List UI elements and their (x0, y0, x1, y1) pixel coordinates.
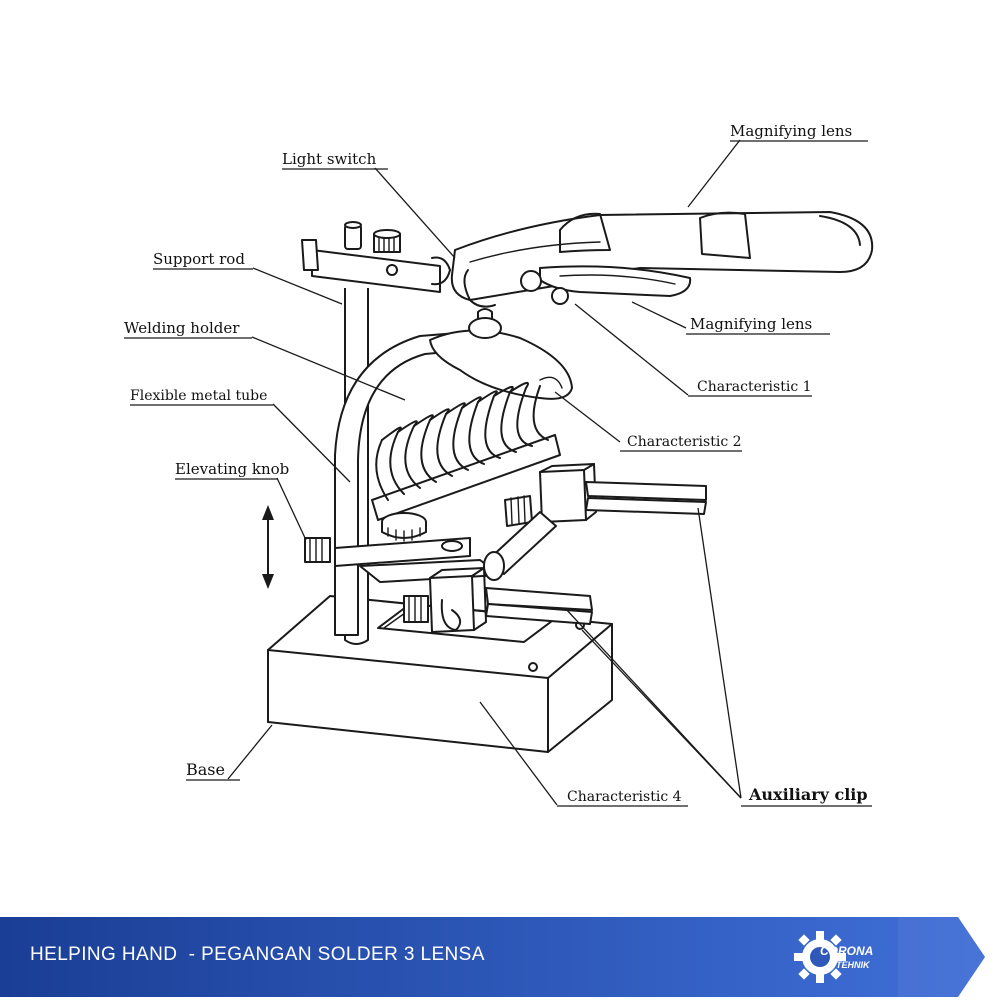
label-light-switch: Light switch (282, 150, 388, 170)
bottom-banner: HELPING HAND - PEGANGAN SOLDER 3 LENSA C… (0, 917, 1000, 997)
svg-text:Light switch: Light switch (282, 150, 377, 168)
label-magnifying-lens-small: Magnifying lens (686, 315, 830, 335)
svg-text:Auxiliary clip: Auxiliary clip (748, 785, 868, 804)
corona-tehnik-logo: CORONA TEHNIK (794, 931, 873, 983)
svg-text:Characteristic 1: Characteristic 1 (697, 379, 812, 395)
svg-text:Magnifying lens: Magnifying lens (690, 315, 812, 333)
svg-text:Flexible metal tube: Flexible metal tube (130, 388, 267, 404)
svg-text:Magnifying lens: Magnifying lens (730, 122, 852, 140)
label-magnifying-lens-top: Magnifying lens (730, 122, 868, 142)
magnifier-drawing (450, 211, 874, 308)
svg-text:Elevating knob: Elevating knob (175, 460, 289, 478)
svg-text:Characteristic 4: Characteristic 4 (567, 789, 682, 805)
helping-hand-diagram: Magnifying lens Light switch Support rod… (124, 122, 874, 807)
svg-text:TEHNIK: TEHNIK (836, 960, 871, 970)
auxiliary-clip-drawing (403, 463, 707, 633)
svg-text:Support rod: Support rod (153, 250, 245, 268)
svg-text:Characteristic 2: Characteristic 2 (627, 434, 742, 450)
up-down-arrow (262, 505, 274, 589)
label-auxiliary-clip: Auxiliary clip (741, 785, 872, 807)
label-characteristic-1: Characteristic 1 (688, 379, 812, 397)
leader-lines (227, 139, 742, 806)
label-support-rod: Support rod (153, 250, 253, 270)
svg-text:Welding holder: Welding holder (124, 319, 240, 337)
elevating-knob-drawing (304, 537, 501, 583)
label-flexible-metal-tube: Flexible metal tube (130, 388, 273, 406)
svg-text:Base: Base (186, 760, 225, 779)
support-rod-drawing (301, 221, 451, 645)
banner-background (0, 917, 985, 997)
label-characteristic-4: Characteristic 4 (557, 789, 688, 807)
svg-text:CORONA: CORONA (820, 944, 873, 958)
label-welding-holder: Welding holder (124, 319, 252, 339)
flexible-tube-drawing (334, 308, 573, 636)
label-elevating-knob: Elevating knob (175, 460, 289, 480)
banner-title: HELPING HAND - PEGANGAN SOLDER 3 LENSA (30, 944, 485, 965)
welding-holder-drawing (371, 381, 561, 542)
label-base: Base (186, 760, 240, 781)
label-characteristic-2: Characteristic 2 (620, 434, 742, 452)
